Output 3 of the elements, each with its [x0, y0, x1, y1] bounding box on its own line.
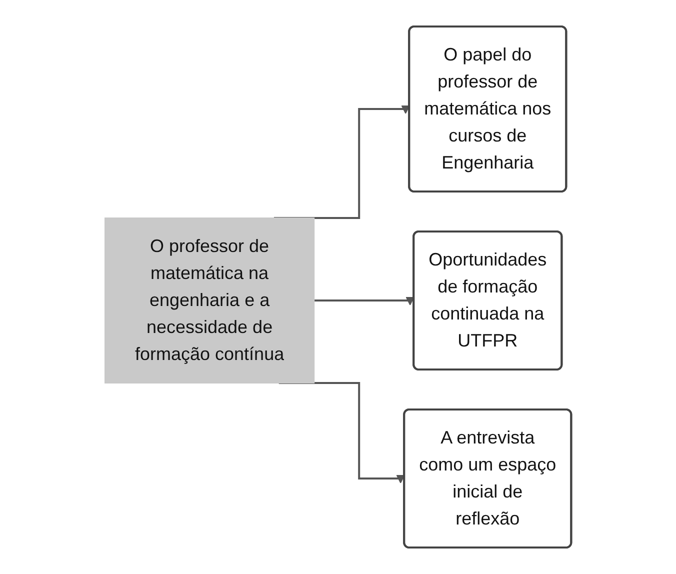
arrow — [314, 296, 414, 306]
node-box: O professor de matemática na engenharia e a necessidade de formação contínua — [104, 218, 314, 384]
arrow — [274, 105, 410, 219]
